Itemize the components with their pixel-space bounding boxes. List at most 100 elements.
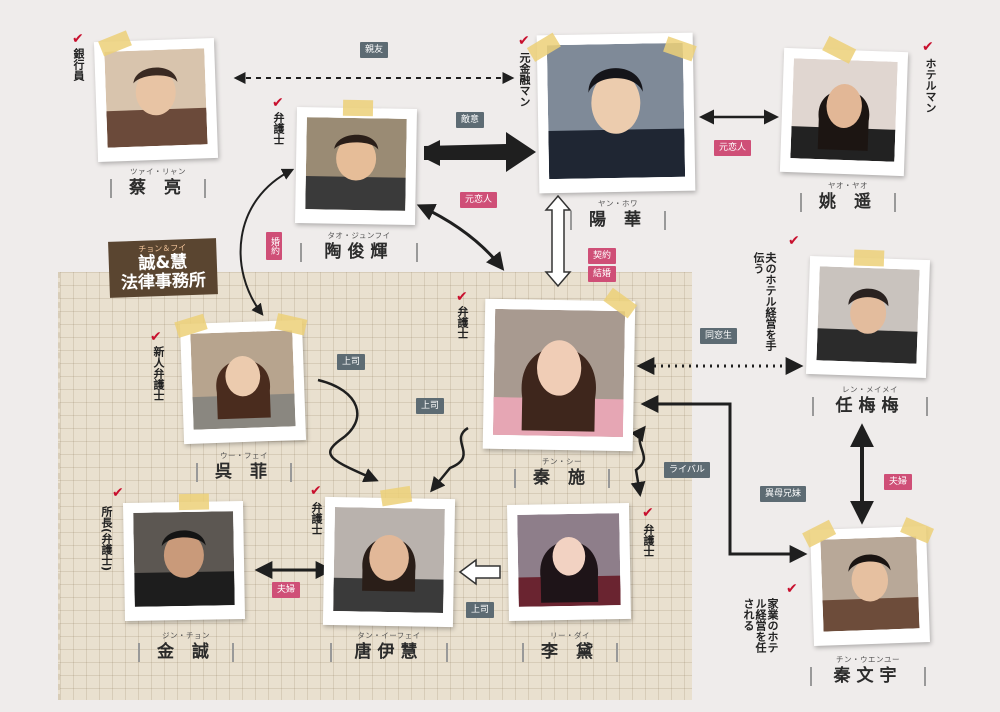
name-li: リー・ダイ 李 黛 [522,630,618,662]
tag-engagement: 婚約 [266,232,282,260]
kanji-yao: 姚 遥 [800,193,896,212]
photo-tao [294,99,418,226]
portrait-li [517,513,621,607]
ruby-jin: ジン・チョン [162,631,210,640]
kanji-jin: 金 誠 [138,643,234,662]
check-icon: ✔ [272,95,284,111]
portrait-qin [492,308,626,438]
ex-lover-line-tao-qin [416,203,505,271]
role-tao: 弁護士 [272,112,285,145]
portrait-jin [133,511,235,607]
role-tang: 弁護士 [310,502,323,535]
kanji-li: 李 黛 [522,643,618,662]
tag-ex-lover-yao: 元恋人 [714,140,752,156]
name-jin: ジン・チョン 金 誠 [138,630,234,662]
kanji-tang: 唐伊慧 [330,643,448,662]
kanji-yang: 陽 華 [570,211,666,230]
photo-jin [122,493,246,622]
check-icon: ✔ [150,329,162,345]
hostility-arrow-tail [424,140,440,166]
role-qinwen: 家業のホテル経営を任される [742,598,779,653]
ruby-cai: ツァイ・リャン [130,167,186,176]
boss-line-qin [430,426,469,493]
check-icon: ✔ [786,581,798,597]
portrait-ren [816,266,920,364]
tag-hostility: 敵意 [456,112,485,128]
photo-li [506,502,632,622]
role-yao: ホテルマン [924,58,937,113]
role-yang: 元金融マン [518,52,531,107]
engagement-line [239,168,295,316]
photo-tang [322,485,456,628]
portrait-tao [305,117,407,211]
name-tang: タン・イーフェイ 唐伊慧 [330,630,448,662]
rival-line [630,425,646,497]
tag-contract: 契約 [588,248,617,264]
name-ren: レン・メイメイ 任梅梅 [812,384,928,416]
ruby-yang: ヤン・ホワ [598,199,638,208]
boss-line-wu [317,378,379,483]
tag-rival: ライバル [664,462,710,478]
name-yang: ヤン・ホワ 陽 華 [570,198,666,230]
photo-qin [482,287,638,452]
photo-cai [93,30,219,163]
check-icon: ✔ [310,483,322,499]
half-sibling-line [640,395,808,563]
kanji-qin: 秦 施 [514,469,610,488]
hostility-arrow [424,132,536,172]
kanji-cai: 蔡 亮 [110,179,206,198]
kanji-qinwen: 秦文宇 [810,667,926,686]
check-icon: ✔ [788,233,800,249]
portrait-yang [546,42,686,180]
name-qin: チン・シー 秦 施 [514,456,610,488]
tag-couple-ren: 夫婦 [884,474,913,490]
ruby-qin: チン・シー [542,457,582,466]
photo-yao [779,35,909,177]
role-li: 弁護士 [642,524,655,557]
tag-friend: 親友 [360,42,389,58]
photo-qinwen [802,517,935,646]
check-icon: ✔ [922,39,934,55]
check-icon: ✔ [112,485,124,501]
check-icon: ✔ [518,33,530,49]
portrait-qinwen [820,536,920,632]
portrait-tang [333,507,445,613]
ruby-wu: ウー・フェイ [220,451,268,460]
name-cai: ツァイ・リャン 蔡 亮 [110,166,206,198]
photo-wu [174,313,308,445]
ruby-yao: ヤオ・ヤオ [828,181,868,190]
tag-classmate: 同窓生 [700,328,738,344]
contract-marriage-arrow [544,194,572,288]
role-jin: 所長(弁護士) [100,506,113,572]
tag-boss-2: 上司 [416,398,445,414]
kanji-tao: 陶俊輝 [300,243,418,262]
tag-marriage: 結婚 [588,266,617,282]
photo-ren [805,249,931,379]
portrait-wu [190,330,296,430]
ruby-li: リー・ダイ [550,631,590,640]
kanji-wu: 呉 菲 [196,463,292,482]
portrait-yao [790,58,898,162]
tag-ex-lover-tao: 元恋人 [460,192,498,208]
role-qin: 弁護士 [456,306,469,339]
tag-couple-jin: 夫婦 [272,582,301,598]
ruby-qinwen: チン・ウエンユー [836,655,900,664]
name-qinwen: チン・ウエンユー 秦文宇 [810,654,926,686]
tag-boss-3: 上司 [466,602,495,618]
check-icon: ✔ [456,289,468,305]
ruby-tao: タオ・ジュンフイ [327,231,391,240]
ruby-ren: レン・メイメイ [842,385,898,394]
kanji-ren: 任梅梅 [812,397,928,416]
boss-arrow-li [458,558,501,586]
role-cai: 銀行員 [72,48,85,81]
name-wu: ウー・フェイ 呉 菲 [196,450,292,482]
check-icon: ✔ [642,505,654,521]
name-yao: ヤオ・ヤオ 姚 遥 [800,180,896,212]
tag-boss-1: 上司 [337,354,366,370]
portrait-cai [104,48,208,148]
photo-yang [526,32,697,194]
name-tao: タオ・ジュンフイ 陶俊輝 [300,230,418,262]
role-wu: 新人弁護士 [152,346,165,401]
check-icon: ✔ [72,31,84,47]
